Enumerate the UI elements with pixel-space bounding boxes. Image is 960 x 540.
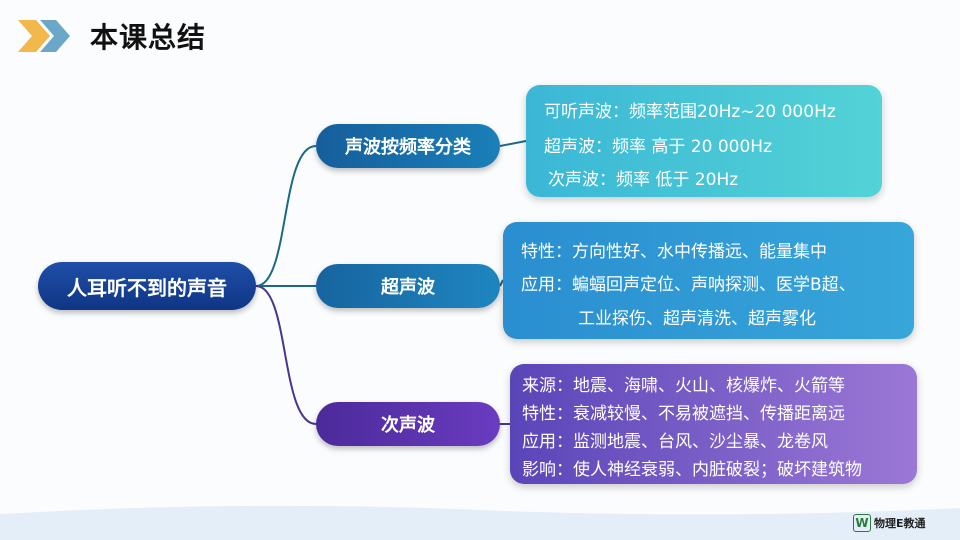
infrasound-detail-box: 来源：地震、海啸、火山、核爆炸、火箭等 特性：衰减较慢、不易被遮挡、传播距离远 … <box>510 364 917 484</box>
frequency-detail-box: 可听声波：频率范围20Hz~20 000Hz 超声波：频率 高于 20 000H… <box>526 85 882 197</box>
header: 本课总结 <box>18 14 206 58</box>
logo-mark: W <box>853 514 871 532</box>
logo-text: 物理E教通 <box>874 517 926 530</box>
branch-ultrasound: 超声波 <box>316 264 500 308</box>
branch-frequency-classification: 声波按频率分类 <box>316 124 500 168</box>
detail-line: 特性：方向性好、水中传播远、能量集中 <box>521 242 827 262</box>
detail-line: 影响：使人神经衰弱、内脏破裂；破坏建筑物 <box>522 460 862 480</box>
detail-line: 超声波：频率 高于 20 000Hz <box>544 137 772 157</box>
page-title: 本课总结 <box>90 21 207 54</box>
root-node: 人耳听不到的声音 <box>38 262 256 310</box>
background-wave <box>0 505 960 540</box>
detail-line: 应用：蝙蝠回声定位、声呐探测、医学B超、 <box>521 275 856 295</box>
detail-line: 可听声波：频率范围20Hz~20 000Hz <box>544 102 836 122</box>
brand-logo: W 物理E教通 <box>853 514 926 532</box>
detail-line: 应用：监测地震、台风、沙尘暴、龙卷风 <box>522 432 828 452</box>
detail-line: 特性：衰减较慢、不易被遮挡、传播距离远 <box>522 404 845 424</box>
branch-infrasound: 次声波 <box>316 402 500 446</box>
chevron-icon <box>18 20 70 52</box>
ultrasound-detail-box: 特性：方向性好、水中传播远、能量集中 应用：蝙蝠回声定位、声呐探测、医学B超、 … <box>503 222 914 339</box>
detail-line: 次声波：频率 低于 20Hz <box>548 170 739 190</box>
detail-line: 来源：地震、海啸、火山、核爆炸、火箭等 <box>522 376 845 396</box>
detail-line: 工业探伤、超声清洗、超声雾化 <box>578 309 816 329</box>
